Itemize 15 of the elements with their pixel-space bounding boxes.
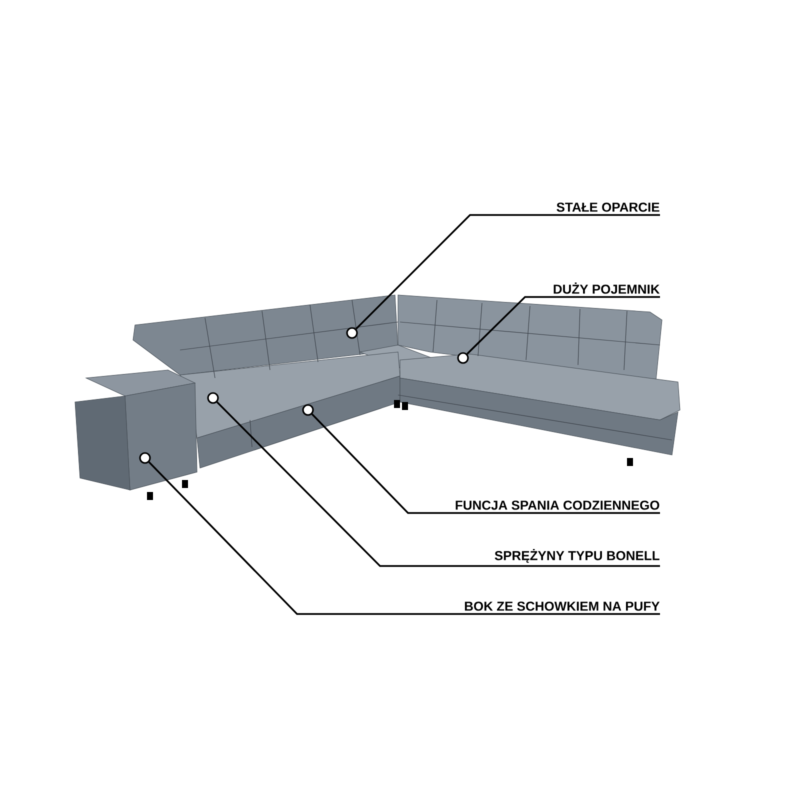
callout-label: BOK ZE SCHOWKIEM NA PUFY	[464, 602, 660, 611]
marker-dot	[207, 392, 219, 404]
leader-line	[311, 414, 660, 514]
callout-label: DUŻY POJEMNIK	[554, 282, 660, 294]
leader-line	[355, 214, 660, 330]
leader-line	[466, 296, 660, 355]
marker-dot	[302, 404, 314, 416]
marker-dot	[346, 327, 358, 339]
callout-label: STAŁE OPARCIE	[556, 202, 660, 212]
marker-dot	[139, 452, 151, 464]
leader-line	[216, 401, 660, 567]
callout-label: SPRĘŻYNY TYPU BONELL	[494, 548, 660, 563]
leader-line	[148, 462, 660, 615]
marker-dot	[457, 352, 469, 364]
callout-label: FUNCJA SPANIA CODZIENNEGO	[456, 500, 660, 510]
